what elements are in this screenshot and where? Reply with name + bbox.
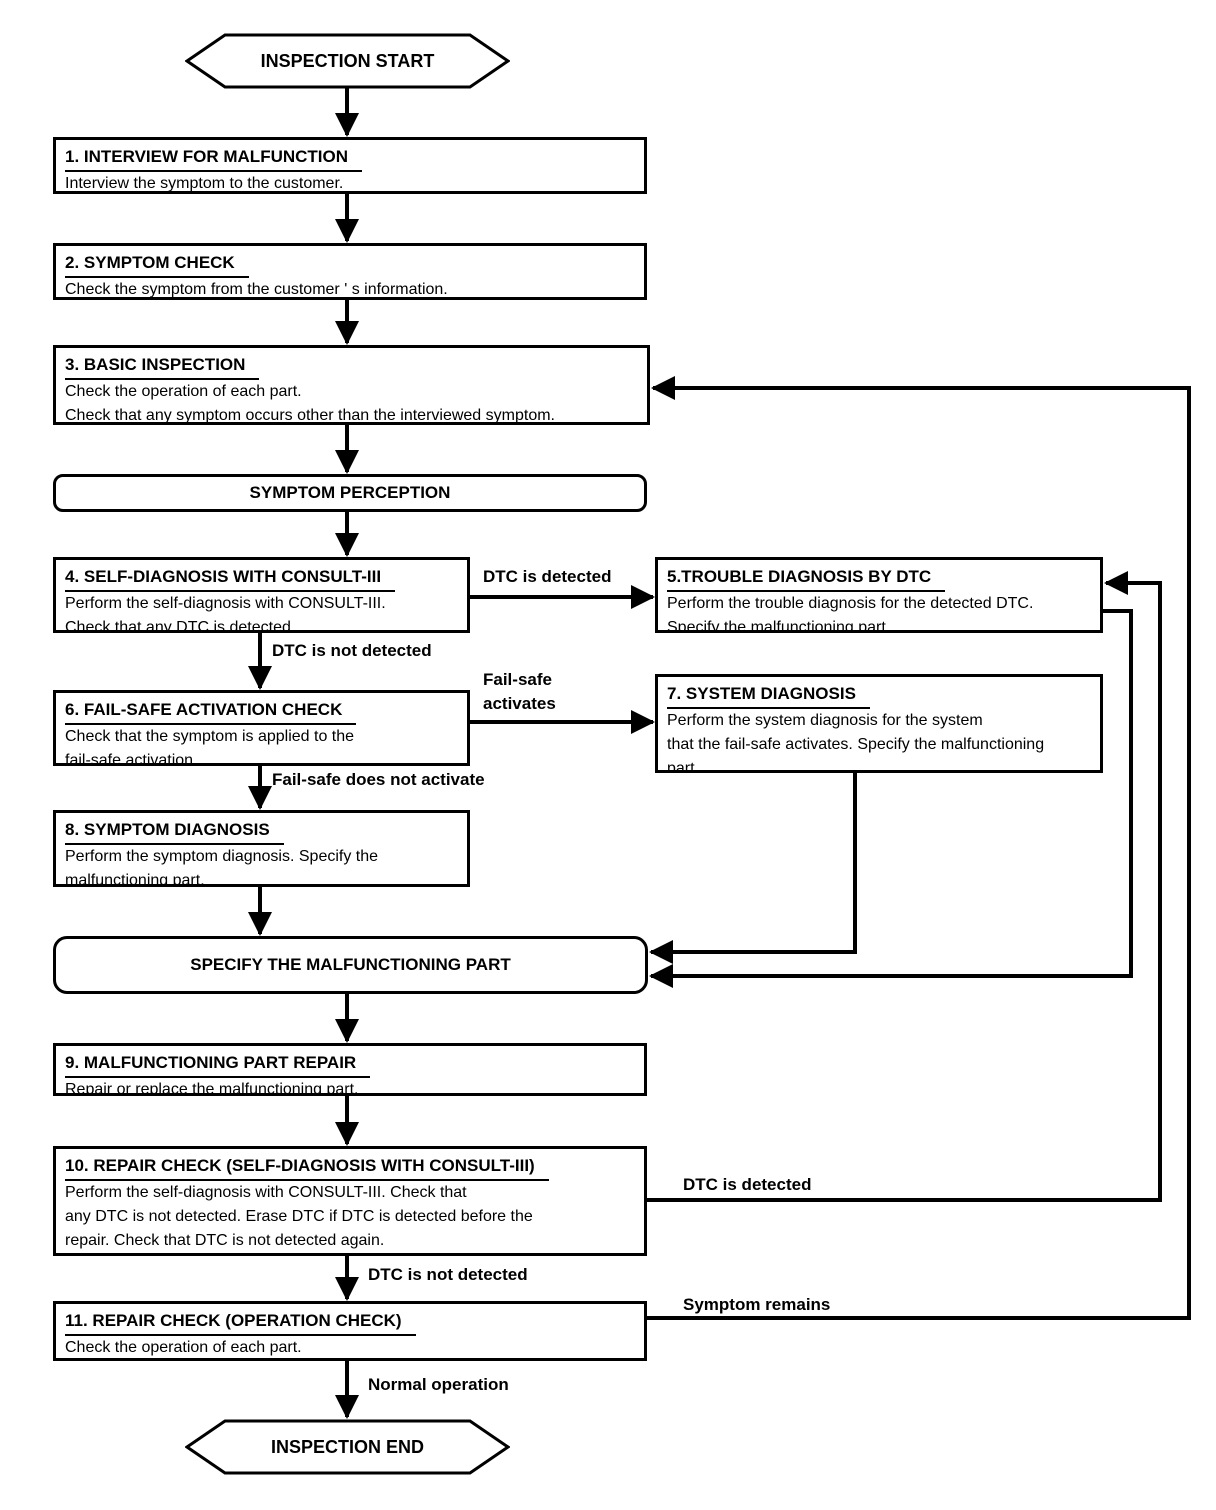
hexagon-shape — [185, 1419, 510, 1475]
step-title-text: 8. SYMPTOM DIAGNOSIS — [65, 817, 284, 845]
step-line: Check the operation of each part. — [65, 1339, 302, 1356]
step-10-box: 10. REPAIR CHECK (SELF-DIAGNOSIS WITH CO… — [53, 1146, 647, 1256]
step-line: Check the symptom from the customer ' s … — [65, 281, 448, 298]
step-title: 9. MALFUNCTIONING PART REPAIR — [65, 1050, 635, 1078]
label-fail-safe-does-not-activate: Fail-safe does not activate — [272, 770, 485, 789]
step-line: Check that any symptom occurs other than… — [65, 407, 555, 424]
step-line: part. — [667, 760, 700, 773]
step-title-text: 10. REPAIR CHECK (SELF-DIAGNOSIS WITH CO… — [65, 1153, 549, 1181]
step-title-text: 5.TROUBLE DIAGNOSIS BY DTC — [667, 564, 946, 592]
step-6-box: 6. FAIL-SAFE ACTIVATION CHECK Check that… — [53, 690, 470, 766]
step-title: 1. INTERVIEW FOR MALFUNCTION — [65, 144, 635, 172]
node-label: SYMPTOM PERCEPTION — [249, 483, 451, 502]
step-line: Check the operation of each part. — [65, 383, 302, 400]
step-title: 11. REPAIR CHECK (OPERATION CHECK) — [65, 1308, 635, 1336]
step-line: Perform the self-diagnosis with CONSULT-… — [65, 595, 386, 612]
specify-malfunctioning-part-node: SPECIFY THE MALFUNCTIONING PART — [53, 936, 648, 994]
inspection-start-terminal: INSPECTION START — [185, 33, 510, 89]
step-5-box: 5.TROUBLE DIAGNOSIS BY DTC Perform the t… — [655, 557, 1103, 633]
step-9-box: 9. MALFUNCTIONING PART REPAIR Repair or … — [53, 1043, 647, 1096]
step-line: fail-safe activation. — [65, 752, 198, 766]
step-4-box: 4. SELF-DIAGNOSIS WITH CONSULT-III Perfo… — [53, 557, 470, 633]
step-title-text: 7. SYSTEM DIAGNOSIS — [667, 681, 870, 709]
inspection-end-terminal: INSPECTION END — [185, 1419, 510, 1475]
step-title: 8. SYMPTOM DIAGNOSIS — [65, 817, 458, 845]
step-line: repair. Check that DTC is not detected a… — [65, 1232, 385, 1249]
step-11-box: 11. REPAIR CHECK (OPERATION CHECK) Check… — [53, 1301, 647, 1361]
label-dtc-is-not-detected-lower: DTC is not detected — [368, 1265, 528, 1284]
terminal-label: INSPECTION START — [260, 50, 435, 71]
step-title: 5.TROUBLE DIAGNOSIS BY DTC — [667, 564, 1091, 592]
step-title: 4. SELF-DIAGNOSIS WITH CONSULT-III — [65, 564, 458, 592]
step-line: any DTC is not detected. Erase DTC if DT… — [65, 1208, 533, 1225]
step-title: 3. BASIC INSPECTION — [65, 352, 638, 380]
step-8-box: 8. SYMPTOM DIAGNOSIS Perform the symptom… — [53, 810, 470, 887]
step-title-text: 9. MALFUNCTIONING PART REPAIR — [65, 1050, 371, 1078]
label-dtc-is-not-detected-upper: DTC is not detected — [272, 641, 432, 660]
step-line: Repair or replace the malfunctioning par… — [65, 1081, 359, 1096]
step-line: Perform the system diagnosis for the sys… — [667, 712, 983, 729]
step-title: 7. SYSTEM DIAGNOSIS — [667, 681, 1091, 709]
step-1-box: 1. INTERVIEW FOR MALFUNCTION Interview t… — [53, 137, 647, 194]
arrow-step5-to-specify — [649, 609, 1133, 988]
step-title: 6. FAIL-SAFE ACTIVATION CHECK — [65, 697, 458, 725]
step-line: that the fail-safe activates. Specify th… — [667, 736, 1045, 753]
step-2-box: 2. SYMPTOM CHECK Check the symptom from … — [53, 243, 647, 300]
step-line: Perform the self-diagnosis with CONSULT-… — [65, 1184, 467, 1201]
step-title-text: 3. BASIC INSPECTION — [65, 352, 260, 380]
step-line: Check that any DTC is detected. — [65, 619, 296, 633]
step-3-box: 3. BASIC INSPECTION Check the operation … — [53, 345, 650, 425]
step-title-text: 11. REPAIR CHECK (OPERATION CHECK) — [65, 1308, 416, 1336]
label-normal-operation: Normal operation — [368, 1375, 509, 1394]
step-line: Perform the trouble diagnosis for the de… — [667, 595, 1034, 612]
step-title: 2. SYMPTOM CHECK — [65, 250, 635, 278]
step-line: malfunctioning part. — [65, 872, 205, 887]
arrow-step7-to-specify — [649, 773, 857, 964]
step-title-text: 1. INTERVIEW FOR MALFUNCTION — [65, 144, 363, 172]
step-line: Perform the symptom diagnosis. Specify t… — [65, 848, 379, 865]
step-title-text: 2. SYMPTOM CHECK — [65, 250, 249, 278]
step-title-text: 6. FAIL-SAFE ACTIVATION CHECK — [65, 697, 357, 725]
hexagon-shape — [185, 33, 510, 89]
label-dtc-is-detected-upper: DTC is detected — [483, 567, 612, 586]
step-title: 10. REPAIR CHECK (SELF-DIAGNOSIS WITH CO… — [65, 1153, 635, 1181]
symptom-perception-node: SYMPTOM PERCEPTION — [53, 474, 647, 512]
step-title-text: 4. SELF-DIAGNOSIS WITH CONSULT-III — [65, 564, 396, 592]
step-7-box: 7. SYSTEM DIAGNOSIS Perform the system d… — [655, 674, 1103, 773]
node-label: SPECIFY THE MALFUNCTIONING PART — [190, 955, 511, 974]
step-line: Interview the symptom to the customer. — [65, 175, 344, 192]
label-dtc-is-detected-lower: DTC is detected — [683, 1175, 812, 1194]
step-line: Specify the malfunctioning part. — [667, 619, 891, 633]
label-fail-safe-activates: Fail-safe activates — [483, 670, 556, 713]
step-line: Check that the symptom is applied to the — [65, 728, 355, 745]
label-symptom-remains: Symptom remains — [683, 1295, 831, 1314]
terminal-label: INSPECTION END — [270, 1436, 425, 1457]
